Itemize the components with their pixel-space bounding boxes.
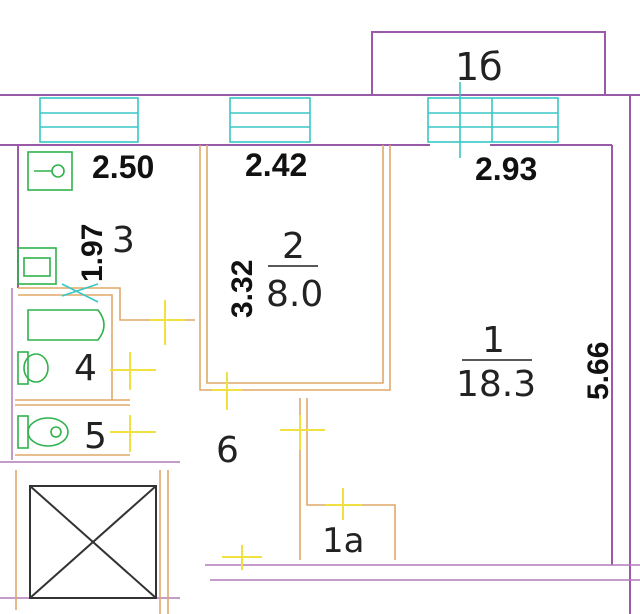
bathtub-icon (27, 283, 105, 341)
dimension-label: 2.50 (92, 149, 154, 185)
toilet-icon-room5 (17, 415, 69, 449)
room-label-balcony: 1б (455, 45, 503, 89)
dimension-label: 5.66 (582, 342, 615, 400)
dimension-label: 2.93 (475, 151, 537, 187)
room-area: 8.0 (266, 274, 323, 315)
room-label-2: 2 8.0 (266, 226, 323, 315)
window-left (39, 97, 139, 143)
room-label-6: 6 (216, 430, 239, 471)
dimension-label: 1.97 (76, 224, 109, 282)
room-label-3: 3 (112, 220, 135, 261)
dimension-label: 3.32 (226, 260, 259, 318)
washbasin-icon (17, 247, 57, 285)
dimension-label: 2.42 (245, 147, 307, 183)
lift-shaft (29, 485, 157, 599)
room-label-4: 4 (74, 348, 97, 389)
room-area: 18.3 (456, 364, 536, 405)
room-label-1: 1 18.3 (456, 320, 536, 405)
toilet-icon-room4 (17, 351, 49, 385)
room-number: 2 (282, 226, 305, 267)
room-number: 1 (482, 320, 505, 361)
sink-icon (27, 151, 73, 191)
room-label-5: 5 (84, 416, 107, 457)
balcony (371, 31, 606, 95)
outer-walls (0, 94, 640, 614)
doors (110, 300, 362, 570)
room-label-1a: 1a (322, 521, 364, 561)
window-right (427, 82, 559, 158)
window-middle (229, 97, 311, 143)
